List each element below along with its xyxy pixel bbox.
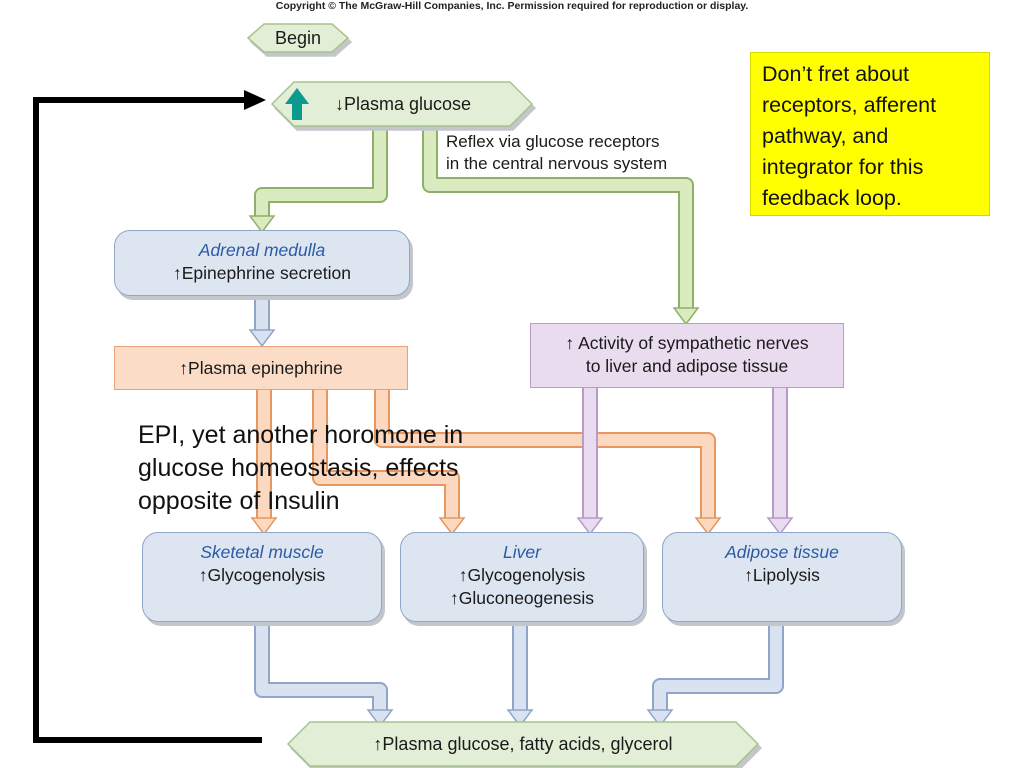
feedback-loop-arrow <box>33 90 266 743</box>
yellow-note: Don’t fret about receptors, afferent pat… <box>750 52 990 216</box>
orange-pipe-to-skeletal <box>250 390 278 536</box>
orange-pipe-to-liver <box>312 390 466 536</box>
blue-pipe-adrenal-to-epinephrine <box>248 296 276 348</box>
adrenal-medulla-box: Adrenal medulla ↑Epinephrine secretion <box>114 230 410 296</box>
green-pipe-to-adrenal <box>248 124 388 234</box>
reflex-text-line: Reflex via glucose receptors <box>446 132 660 151</box>
purple-pipe-to-adipose <box>766 388 794 536</box>
epi-note: EPI, yet another horomone in glucose hom… <box>138 419 463 518</box>
yellow-note-line: feedback loop. <box>762 186 902 210</box>
plasma-epinephrine-label: ↑Plasma epinephrine <box>179 358 343 378</box>
yellow-note-line: receptors, afferent <box>762 93 937 117</box>
orange-pipe-to-adipose <box>374 390 722 536</box>
adrenal-medulla-title: Adrenal medulla <box>198 240 326 260</box>
liver-effect: ↑Glycogenolysis <box>458 565 586 585</box>
epi-note-line: EPI, yet another horomone in <box>138 421 464 449</box>
adipose-tissue-effect: ↑Lipolysis <box>744 565 820 585</box>
begin-label: Begin <box>274 27 322 48</box>
result-hexagon <box>286 721 760 767</box>
sympathetic-line: ↑ Activity of sympathetic nerves <box>565 333 809 353</box>
purple-pipe-to-liver <box>576 388 604 536</box>
copyright-notice: Copyright © The McGraw-Hill Companies, I… <box>275 0 749 12</box>
yellow-note-line: Don’t fret about <box>762 62 910 86</box>
yellow-note-line: integrator for this <box>762 155 924 179</box>
green-pipe-to-sympathetic <box>422 124 700 326</box>
up-arrow-icon <box>285 88 309 120</box>
blue-pipe-adipose-to-result <box>646 622 784 728</box>
begin-hexagon <box>246 23 350 53</box>
skeletal-muscle-box: Sketetal muscle ↑Glycogenolysis <box>142 532 382 622</box>
adipose-tissue-title: Adipose tissue <box>725 542 839 562</box>
plasma-epinephrine-box: ↑Plasma epinephrine <box>114 346 408 390</box>
liver-box: Liver ↑Glycogenolysis ↑Gluconeogenesis <box>400 532 644 622</box>
liver-title: Liver <box>503 542 541 562</box>
sympathetic-nerves-box: ↑ Activity of sympathetic nerves to live… <box>530 323 844 388</box>
epi-note-line: opposite of Insulin <box>138 487 340 515</box>
liver-effect: ↑Gluconeogenesis <box>450 588 594 608</box>
epi-note-line: glucose homeostasis, effects <box>138 454 459 482</box>
skeletal-muscle-effect: ↑Glycogenolysis <box>198 565 326 585</box>
result-label: ↑Plasma glucose, fatty acids, glycerol <box>373 733 673 754</box>
blue-pipe-liver-to-result <box>506 622 534 728</box>
sympathetic-line: to liver and adipose tissue <box>585 356 789 376</box>
adrenal-medulla-effect: ↑Epinephrine secretion <box>172 263 352 283</box>
plasma-glucose-hexagon <box>270 81 534 127</box>
plasma-glucose-decrease-label: ↓Plasma glucose <box>334 93 472 114</box>
blue-pipe-skeletal-to-result <box>254 622 394 728</box>
adipose-tissue-box: Adipose tissue ↑Lipolysis <box>662 532 902 622</box>
skeletal-muscle-title: Sketetal muscle <box>200 542 324 562</box>
reflex-text-line: in the central nervous system <box>446 154 668 173</box>
yellow-note-line: pathway, and <box>762 124 889 148</box>
reflex-text: Reflex via glucose receptors in the cent… <box>446 131 667 175</box>
